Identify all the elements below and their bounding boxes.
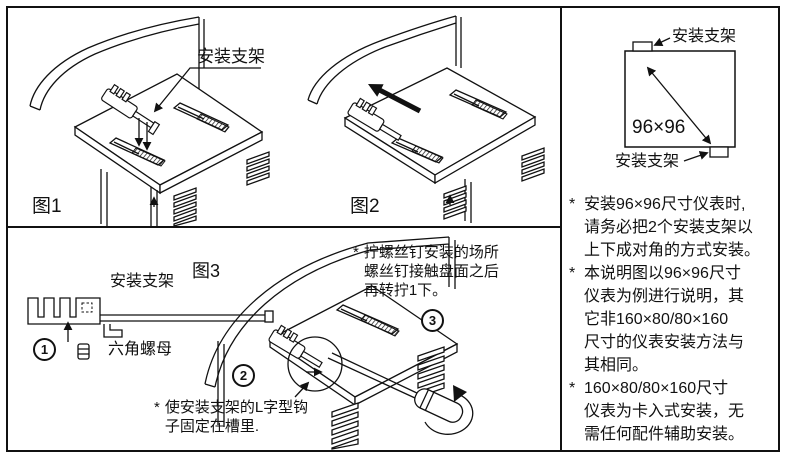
label-arrow-top xyxy=(653,37,671,47)
note-item: * 安装96×96尺寸仪表时, 请务必把2个安装支架以 上下成对角的方式安装。 xyxy=(569,193,777,262)
meter-body-fig1 xyxy=(73,73,270,226)
note-marker: * xyxy=(353,244,359,261)
louver-fins xyxy=(246,151,270,186)
horizontal-divider xyxy=(8,226,560,228)
note-marker: * xyxy=(569,265,576,282)
note-item: * 本说明图以96×96尺寸 仪表为例进行说明，其 它非160×80/80×16… xyxy=(569,262,777,377)
bracket-side-profile xyxy=(27,297,274,338)
bracket-label-bottom: 安装支架 xyxy=(615,153,680,170)
hex-nut-icon xyxy=(77,343,90,360)
bracket-label-top: 安装支架 xyxy=(672,28,737,45)
louver-fins xyxy=(443,185,467,220)
fig2-caption: 图2 xyxy=(350,196,380,217)
panel-size-diagram-notes: 安装支架 96×96 安装支架 * 安装96×96尺寸仪表时, 请务必把2个安装… xyxy=(562,8,780,450)
note-marker: * xyxy=(569,380,576,397)
louver-fins xyxy=(173,187,197,226)
step-2-badge: 2 xyxy=(232,364,255,387)
step-3-badge: 3 xyxy=(421,309,444,332)
rotation-arrow xyxy=(424,394,474,435)
figure3-illustration xyxy=(27,236,474,450)
bracket-tab-top xyxy=(632,41,653,52)
louver-fins xyxy=(331,402,359,450)
bracket-tab-bottom xyxy=(709,146,729,158)
fig1-bracket-label: 安装支架 xyxy=(197,47,265,66)
figure1-illustration xyxy=(29,16,270,226)
label-leader-line xyxy=(153,67,261,113)
note-item: * 160×80/80×160尺寸 仪表为卡入式安装，无 需任何配件辅助安装。 xyxy=(569,377,777,446)
louver-fins xyxy=(521,147,545,182)
wall-panel-fig3 xyxy=(204,236,456,388)
slide-direction-arrow xyxy=(368,84,422,114)
fig1-caption: 图1 xyxy=(32,196,62,217)
magnifier-circle xyxy=(287,336,343,392)
page-border xyxy=(6,6,780,452)
size-diagram xyxy=(624,37,736,162)
panel-fig1-fig2: 安装支架 图1 图2 xyxy=(8,8,560,226)
mounting-bracket-fig3 xyxy=(268,324,323,368)
hook-note-leader xyxy=(294,381,310,398)
label-arrow-bottom xyxy=(683,151,709,162)
fig3-bracket-label: 安装支架 xyxy=(110,273,175,290)
vertical-divider xyxy=(560,8,562,450)
dimension-label: 96×96 xyxy=(632,117,686,138)
panel-fig3: 图3 安装支架 六角螺母 1 2 3 * 拧螺丝钉安装的场所 螺丝钉接触盘面之后… xyxy=(8,229,560,450)
mounting-bracket-fig1 xyxy=(101,83,161,136)
hex-nut-label: 六角螺母 xyxy=(108,341,173,358)
screw-tightening-note: * 拧螺丝钉安装的场所 螺丝钉接触盘面之后 再转拧1下。 xyxy=(353,244,499,299)
installation-notes: * 安装96×96尺寸仪表时, 请务必把2个安装支架以 上下成对角的方式安装。 … xyxy=(569,193,777,446)
figure2-illustration xyxy=(307,15,545,223)
fig3-caption: 图3 xyxy=(192,261,221,281)
note-marker: * xyxy=(569,196,576,213)
note-marker: * xyxy=(154,399,160,416)
wall-panel-fig2 xyxy=(307,15,462,105)
step-1-badge: 1 xyxy=(33,338,56,361)
louver-fins xyxy=(417,346,445,398)
rotation-arrowhead xyxy=(453,385,467,402)
mounting-bracket-fig2 xyxy=(347,97,402,141)
hook-fix-note: * 使安装支架的L字型钩 子固定在槽里. xyxy=(154,399,309,435)
wall-panel-fig1 xyxy=(29,16,205,128)
diagonal-arrow xyxy=(646,66,712,145)
